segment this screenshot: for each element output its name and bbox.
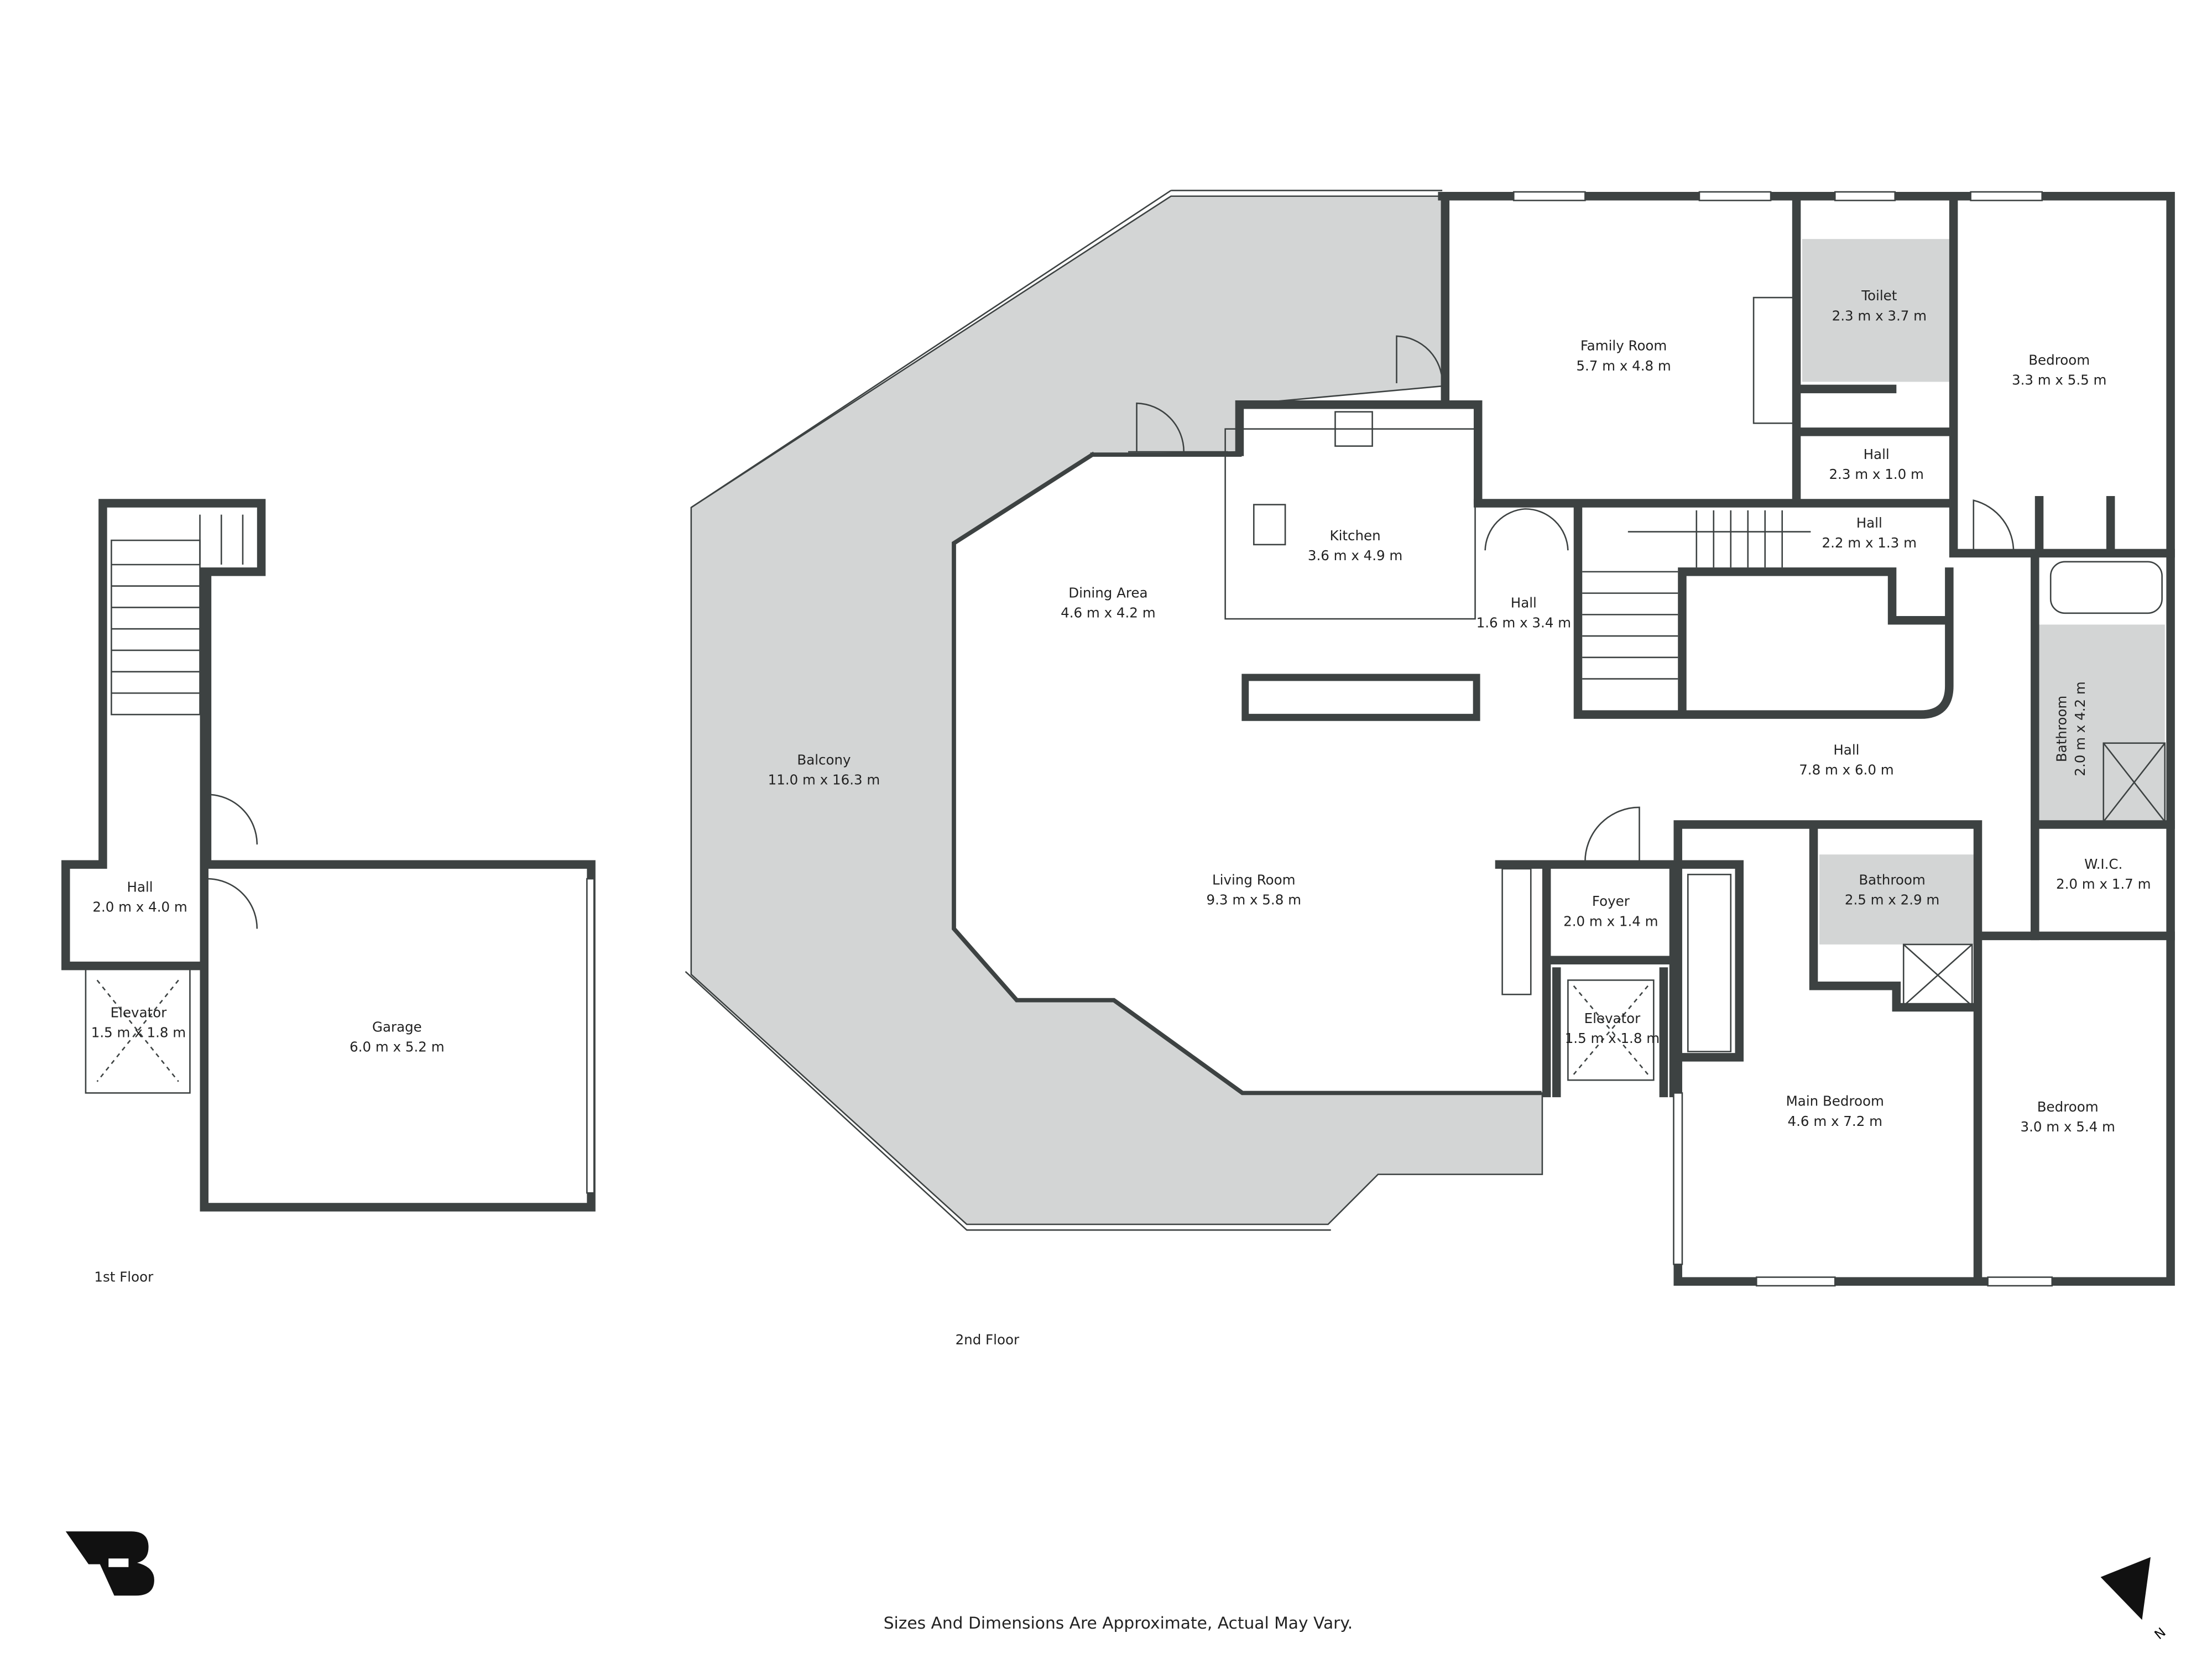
svg-text:2.0 m x 4.0 m: 2.0 m x 4.0 m: [92, 899, 187, 915]
brand-logo-icon: [65, 1531, 154, 1596]
svg-text:Hall: Hall: [1864, 446, 1890, 462]
compass-label: N: [2152, 1625, 2169, 1642]
svg-text:Bathroom: Bathroom: [1859, 872, 1925, 888]
svg-text:Toilet: Toilet: [1861, 288, 1897, 304]
svg-text:5.7 m x 4.8 m: 5.7 m x 4.8 m: [1576, 358, 1671, 374]
north-arrow-icon: N: [2100, 1557, 2169, 1642]
svg-text:2.5 m x 2.9 m: 2.5 m x 2.9 m: [1845, 892, 1939, 908]
svg-text:3.0 m x 5.4 m: 3.0 m x 5.4 m: [2020, 1119, 2115, 1135]
svg-text:2.3 m x 1.0 m: 2.3 m x 1.0 m: [1829, 466, 1923, 482]
balcony-area: [690, 195, 1543, 1225]
svg-text:Bedroom: Bedroom: [2037, 1099, 2099, 1115]
room-main-bedroom: Main Bedroom 4.6 m x 7.2 m: [1786, 1093, 1884, 1129]
garage-door: [586, 878, 595, 1194]
room-hall-small: Hall 2.3 m x 1.0 m: [1829, 446, 1923, 482]
room-kitchen: Kitchen 3.6 m x 4.9 m: [1308, 528, 1402, 564]
room-hall-kitchen: Hall 1.6 m x 3.4 m: [1477, 594, 1571, 630]
svg-text:6.0 m x 5.2 m: 6.0 m x 5.2 m: [349, 1039, 444, 1055]
second-floor: [952, 191, 2175, 1287]
bathtub: [2049, 561, 2163, 614]
fireplace: [1752, 296, 1794, 424]
room-bedroom-ne: Bedroom 3.3 m x 5.5 m: [2012, 352, 2106, 388]
svg-text:7.8 m x 6.0 m: 7.8 m x 6.0 m: [1799, 762, 1893, 778]
svg-text:4.6 m x 7.2 m: 4.6 m x 7.2 m: [1788, 1113, 1882, 1129]
room-balcony: Balcony 11.0 m x 16.3 m: [768, 752, 880, 788]
fireplace: [1501, 868, 1532, 995]
room-bedroom-se: Bedroom 3.0 m x 5.4 m: [2020, 1099, 2115, 1135]
svg-text:Kitchen: Kitchen: [1330, 528, 1381, 544]
room-living-room: Living Room 9.3 m x 5.8 m: [1207, 872, 1301, 907]
room-bathroom: Bathroom 2.5 m x 2.9 m: [1845, 872, 1939, 907]
svg-text:3.6 m x 4.9 m: 3.6 m x 4.9 m: [1308, 547, 1402, 564]
svg-text:11.0 m x 16.3 m: 11.0 m x 16.3 m: [768, 772, 880, 788]
room-garage: Garage 6.0 m x 5.2 m: [349, 1019, 444, 1055]
svg-text:Hall: Hall: [1856, 515, 1882, 531]
room-hall-1f: Hall 2.0 m x 4.0 m: [92, 879, 187, 915]
svg-text:3.3 m x 5.5 m: 3.3 m x 5.5 m: [2012, 372, 2106, 388]
wardrobe: [1687, 874, 1732, 1052]
room-toilet: Toilet 2.3 m x 3.7 m: [1832, 288, 1927, 324]
svg-text:1.6 m x 3.4 m: 1.6 m x 3.4 m: [1477, 615, 1571, 631]
cooktop: [1334, 411, 1373, 447]
svg-text:Living Room: Living Room: [1212, 872, 1296, 888]
floor-label-1st: 1st Floor: [94, 1269, 154, 1285]
svg-text:Dining Area: Dining Area: [1068, 585, 1147, 601]
svg-text:4.6 m x 4.2 m: 4.6 m x 4.2 m: [1061, 605, 1155, 621]
svg-text:2.3 m x 3.7 m: 2.3 m x 3.7 m: [1832, 307, 1927, 324]
svg-text:Foyer: Foyer: [1592, 893, 1630, 909]
svg-text:Bedroom: Bedroom: [2028, 352, 2090, 368]
svg-text:Elevator: Elevator: [111, 1005, 168, 1021]
svg-text:Hall: Hall: [127, 879, 153, 895]
disclaimer: Sizes And Dimensions Are Approximate, Ac…: [884, 1614, 1353, 1633]
svg-text:2.0 m x 4.2 m: 2.0 m x 4.2 m: [2072, 681, 2088, 776]
svg-text:2.2 m x 1.3 m: 2.2 m x 1.3 m: [1822, 535, 1917, 551]
svg-text:Hall: Hall: [1833, 742, 1859, 758]
floor-label-2nd: 2nd Floor: [956, 1332, 1020, 1348]
room-hall-main: Hall 7.8 m x 6.0 m: [1799, 742, 1893, 778]
svg-text:Balcony: Balcony: [797, 752, 851, 768]
svg-text:W.I.C.: W.I.C.: [2084, 856, 2122, 872]
room-elevator-1f: Elevator 1.5 m x 1.8 m: [91, 1005, 186, 1041]
svg-text:Hall: Hall: [1511, 594, 1537, 611]
svg-text:Bathroom: Bathroom: [2054, 696, 2070, 762]
svg-text:Main Bedroom: Main Bedroom: [1786, 1093, 1884, 1109]
svg-text:1.5 m x 1.8 m: 1.5 m x 1.8 m: [91, 1025, 186, 1041]
elevator-shaft: [85, 968, 191, 1094]
svg-text:1.5 m x 1.8 m: 1.5 m x 1.8 m: [1565, 1030, 1660, 1046]
sink: [1253, 504, 1286, 546]
svg-text:Elevator: Elevator: [1584, 1010, 1641, 1026]
svg-text:Family Room: Family Room: [1580, 338, 1667, 354]
room-elevator-2f: Elevator 1.5 m x 1.8 m: [1565, 1010, 1660, 1046]
room-wic: W.I.C. 2.0 m x 1.7 m: [2056, 856, 2151, 892]
room-hall-landing: Hall 2.2 m x 1.3 m: [1822, 515, 1917, 551]
stairs: [111, 514, 244, 716]
first-floor: [61, 499, 596, 1212]
svg-text:2.0 m x 1.4 m: 2.0 m x 1.4 m: [1563, 913, 1658, 929]
svg-text:2.0 m x 1.7 m: 2.0 m x 1.7 m: [2056, 876, 2151, 892]
room-family-room: Family Room 5.7 m x 4.8 m: [1576, 338, 1671, 374]
room-dining-area: Dining Area 4.6 m x 4.2 m: [1061, 585, 1155, 620]
svg-text:Garage: Garage: [372, 1019, 422, 1035]
svg-text:9.3 m x 5.8 m: 9.3 m x 5.8 m: [1207, 892, 1301, 908]
room-foyer: Foyer 2.0 m x 1.4 m: [1563, 893, 1658, 929]
